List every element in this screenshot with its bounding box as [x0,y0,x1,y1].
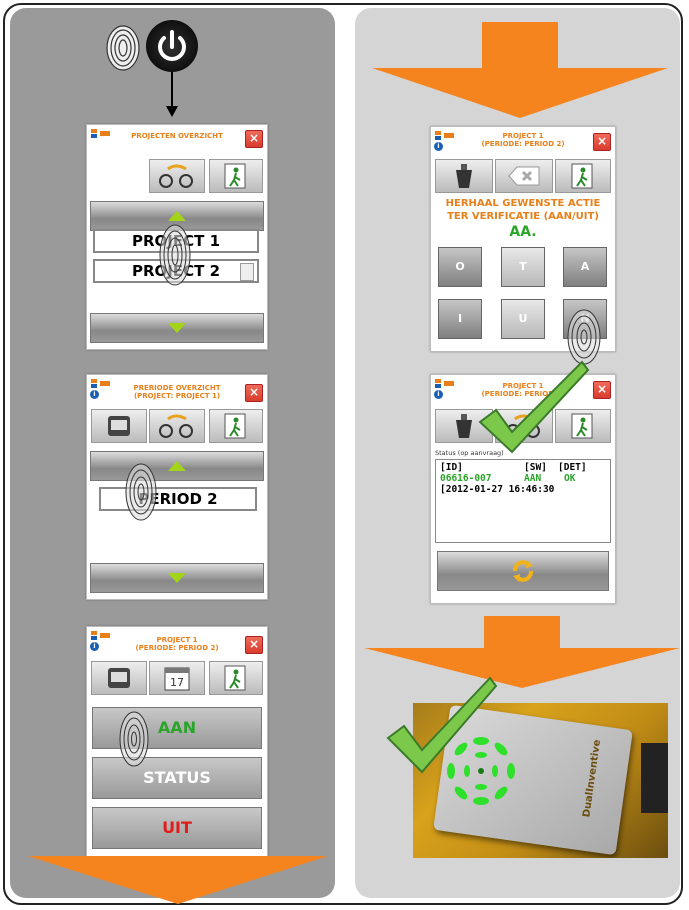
down-arrow-line [165,72,179,118]
value-id: 06616-007 [440,473,491,484]
value-det: OK [564,473,575,484]
backspace-icon [507,165,541,187]
exit-icon [222,412,250,440]
fingerprint-icon [103,22,143,74]
close-button[interactable]: × [245,130,263,148]
checkmark-icon [478,360,590,456]
info-icon[interactable]: i [434,142,443,151]
backspace-button[interactable] [495,159,553,193]
calendar-icon: 17 [162,664,192,692]
cup-icon [451,412,477,440]
exit-button[interactable] [555,159,611,193]
exit-button[interactable] [209,409,263,443]
sync-bike-button[interactable] [149,159,205,193]
status-box: [ID] [SW] [DET] 06616-007 AAN OK [2012-0… [435,459,611,543]
device-connector [641,743,668,813]
logo-icon [435,379,455,390]
status-header-row: [ID] [SW] [DET] [440,462,606,473]
key-i[interactable]: I [438,299,482,339]
close-button[interactable]: × [245,384,263,402]
tablet-button[interactable] [91,661,147,695]
status-timestamp: [2012-01-27 16:46:30 [440,484,606,495]
screen-title: PROJECT 1 [502,132,543,140]
fingerprint-icon [116,708,152,770]
tablet-icon [106,666,132,690]
logo-icon [91,631,111,642]
col-id: [ID] [440,462,463,473]
orange-down-arrow [372,22,668,118]
col-sw: [SW] [524,462,547,473]
tablet-button[interactable] [91,409,147,443]
logo-icon [91,129,111,140]
screen-subtitle: (PERIODE: PERIOD 2) [135,644,218,652]
key-o[interactable]: O [438,247,482,287]
screen-subtitle: (PROJECT: PROJECT 1) [134,392,220,400]
tablet-icon [106,414,132,438]
scroll-down-button[interactable] [90,313,264,343]
status-value-row: 06616-007 AAN OK [440,473,606,484]
orange-down-arrow [28,856,328,904]
scroll-down-button[interactable] [90,563,264,593]
info-icon[interactable]: i [90,642,99,651]
screen-header: i PROJECT 1(PERIODE: PERIOD 2) × [87,627,267,653]
value-sw: AAN [524,473,541,484]
key-t[interactable]: T [501,247,545,287]
entered-code: AA. [431,224,615,240]
close-button[interactable]: × [245,636,263,654]
exit-icon [222,664,250,692]
checkmark-icon [386,676,498,776]
logo-icon [91,379,111,390]
power-button[interactable] [146,20,198,72]
exit-button[interactable] [209,661,263,695]
instruction-line-2: TER VERIFICATIE (AAN/UIT) [433,210,613,223]
mug-button[interactable] [435,159,493,193]
screen-title: PROJECT 1 [156,636,197,644]
fingerprint-icon [564,306,604,368]
fingerprint-icon [155,220,195,290]
sync-bike-button[interactable] [149,409,205,443]
screen-title: PRERIODE OVERZICHT [133,384,220,392]
key-u[interactable]: U [501,299,545,339]
key-a[interactable]: A [563,247,607,287]
chevron-down-icon [168,573,186,583]
close-button[interactable]: × [593,133,611,151]
refresh-button[interactable] [437,551,609,591]
power-icon [146,20,198,72]
screen-title: PROJECTEN OVERZICHT [109,132,245,140]
info-icon[interactable]: i [90,390,99,399]
bike-icon [154,163,200,189]
screen-header: PROJECTEN OVERZICHT × [87,125,267,151]
info-icon[interactable]: i [434,390,443,399]
col-det: [DET] [558,462,587,473]
bike-icon [154,413,200,439]
calendar-day: 17 [170,676,184,689]
exit-icon [222,162,250,190]
close-button[interactable]: × [593,381,611,399]
screen-period-overview: i PRERIODE OVERZICHT(PROJECT: PROJECT 1)… [86,374,268,600]
fingerprint-icon [122,460,160,524]
lock-icon [240,263,254,281]
screen-header: i PROJECT 1(PERIODE: PERIOD 2) × [431,127,615,153]
exit-icon [569,162,597,190]
screen-header: i PRERIODE OVERZICHT(PROJECT: PROJECT 1)… [87,375,267,401]
calendar-button[interactable]: 17 [149,661,205,695]
logo-icon [435,131,455,142]
screen-subtitle: (PERIODE: PERIOD 2) [481,140,564,148]
exit-button[interactable] [209,159,263,193]
uit-button[interactable]: UIT [92,807,262,849]
refresh-icon [510,558,536,584]
scroll-up-button[interactable] [90,451,264,481]
chevron-up-icon [168,461,186,471]
chevron-down-icon [168,323,186,333]
instruction-line-1: HERHAAL GEWENSTE ACTIE [433,197,613,210]
screen-project-actions: i PROJECT 1(PERIODE: PERIOD 2) × 17 AAN … [86,626,268,858]
cup-icon [451,162,477,190]
